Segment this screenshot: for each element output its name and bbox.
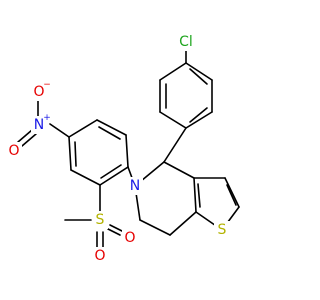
bond: [163, 161, 195, 179]
ring-nitrogen-atom-label: N: [130, 178, 140, 194]
nitro-nitrogen-atom-label: N: [34, 117, 44, 133]
aromatic-inner-bond: [98, 126, 121, 140]
nitro-oxygen-charge: −: [43, 80, 51, 90]
chlorine-atom-label: Cl: [179, 34, 193, 50]
aromatic-inner-bond: [74, 141, 77, 167]
thienopyridine-core: [134, 127, 240, 236]
bond: [70, 169, 101, 186]
atom-cl: Cl: [174, 33, 198, 51]
bond: [185, 62, 213, 81]
nitro-group: [17, 99, 39, 147]
aromatic-inner-bond: [100, 164, 122, 179]
nitro-nitrogen-charge: +: [43, 113, 51, 123]
bond: [99, 166, 129, 186]
bond: [109, 224, 123, 232]
nitrophenyl-ring: [49, 119, 136, 216]
bond: [107, 228, 121, 236]
nitro-oxygen-top-atom-label: O: [33, 84, 44, 100]
atom-n-ring: N: [127, 177, 143, 195]
bond: [68, 119, 98, 138]
sulfonyl-sulfur-atom-label: S: [96, 212, 105, 228]
bond: [159, 62, 187, 81]
aromatic-inner-bond: [189, 68, 208, 85]
chlorophenyl-ring: [159, 49, 213, 129]
bond: [21, 133, 37, 147]
bond: [163, 127, 187, 163]
sulfonyl-oxygen-bottom-atom-label: O: [94, 248, 105, 264]
bond: [125, 134, 129, 168]
thiophene-sulfur-atom-label: S: [218, 222, 227, 238]
atom-o-sulfonyl-bottom: O: [92, 247, 108, 265]
bond: [139, 219, 171, 236]
bond: [68, 136, 72, 171]
bond: [169, 211, 197, 236]
sulfonyl-oxygen-right-atom-label: O: [124, 230, 135, 246]
bond: [49, 123, 70, 138]
atom-s-thiophene: S: [214, 221, 230, 239]
aromatic-inner-bond: [226, 184, 237, 206]
atom-o-nitro-top: O −: [31, 80, 51, 101]
molecule-structure: Cl N N + O − O S O O S: [6, 33, 240, 265]
bond: [17, 129, 33, 143]
atom-s-sulfonyl: S: [92, 211, 108, 229]
atom-o-nitro-left: O: [6, 142, 22, 160]
methylsulfonyl-group: [64, 219, 123, 248]
atom-n-nitro: N +: [31, 113, 51, 134]
bond: [224, 177, 240, 208]
aromatic-inner-bond: [197, 183, 201, 208]
bond: [96, 119, 127, 136]
aromatic-inner-bond: [189, 107, 208, 123]
bond: [159, 111, 187, 129]
atom-o-sulfonyl-right: O: [122, 229, 138, 247]
bond: [185, 111, 213, 129]
bond: [193, 177, 197, 213]
nitro-oxygen-left-atom-label: O: [8, 143, 19, 159]
